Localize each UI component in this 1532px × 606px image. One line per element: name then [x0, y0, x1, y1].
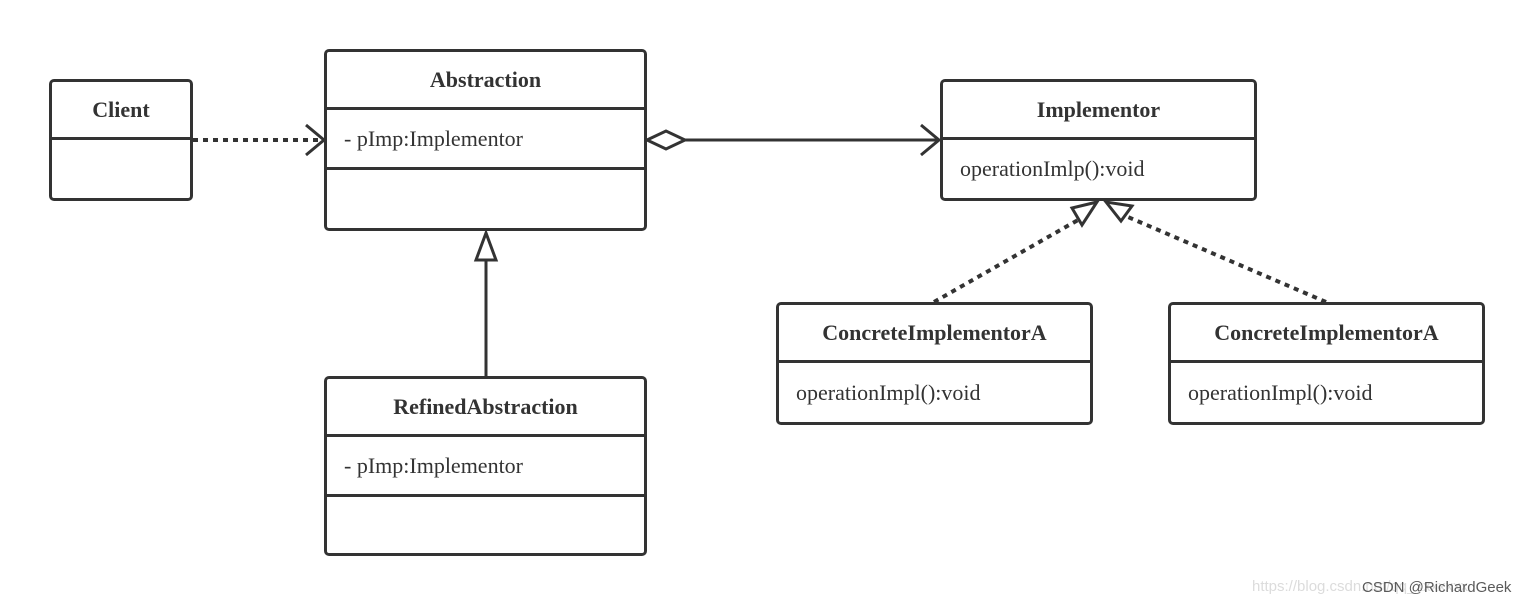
class-operation: operationImpl():void: [1188, 379, 1373, 405]
author-credit: CSDN @RichardGeek: [1362, 579, 1512, 596]
class-attribute: - pImp:Implementor: [327, 437, 644, 497]
class-name: Abstraction: [327, 52, 644, 110]
class-name: Client: [52, 82, 190, 140]
url-watermark: https://blog.csdn.net/qq_xxxxxxx: [1252, 578, 1468, 595]
class-operation: operationImpl():void: [796, 379, 981, 405]
class-operations: [327, 170, 644, 228]
class-operations: [327, 497, 644, 553]
class-name: RefinedAbstraction: [327, 379, 644, 437]
class-name: ConcreteImplementorA: [779, 305, 1090, 363]
class-name: ConcreteImplementorA: [1171, 305, 1482, 363]
realization-triangle-right: [1102, 199, 1135, 224]
refined-abstraction-class[interactable]: RefinedAbstraction - pImp:Implementor: [324, 376, 647, 556]
class-name: Implementor: [943, 82, 1254, 140]
concrete-implementor-b-class[interactable]: ConcreteImplementorA operationImpl():voi…: [1168, 302, 1485, 425]
realization-line-left: [933, 218, 1079, 304]
client-class[interactable]: Client: [49, 79, 193, 201]
aggregation-diamond: [643, 129, 689, 151]
generalization-triangle: [473, 228, 499, 262]
class-attribute: - pImp:Implementor: [327, 110, 644, 170]
abstraction-class[interactable]: Abstraction - pImp:Implementor: [324, 49, 647, 231]
concrete-implementor-a-class[interactable]: ConcreteImplementorA operationImpl():voi…: [776, 302, 1093, 425]
realization-line-right: [1127, 215, 1327, 304]
implementor-class[interactable]: Implementor operationImlp():void: [940, 79, 1257, 201]
class-operation: operationImlp():void: [960, 156, 1145, 181]
aggregation-arrowhead: [920, 123, 942, 157]
realization-triangle-left: [1069, 199, 1101, 228]
class-body: [52, 140, 190, 198]
